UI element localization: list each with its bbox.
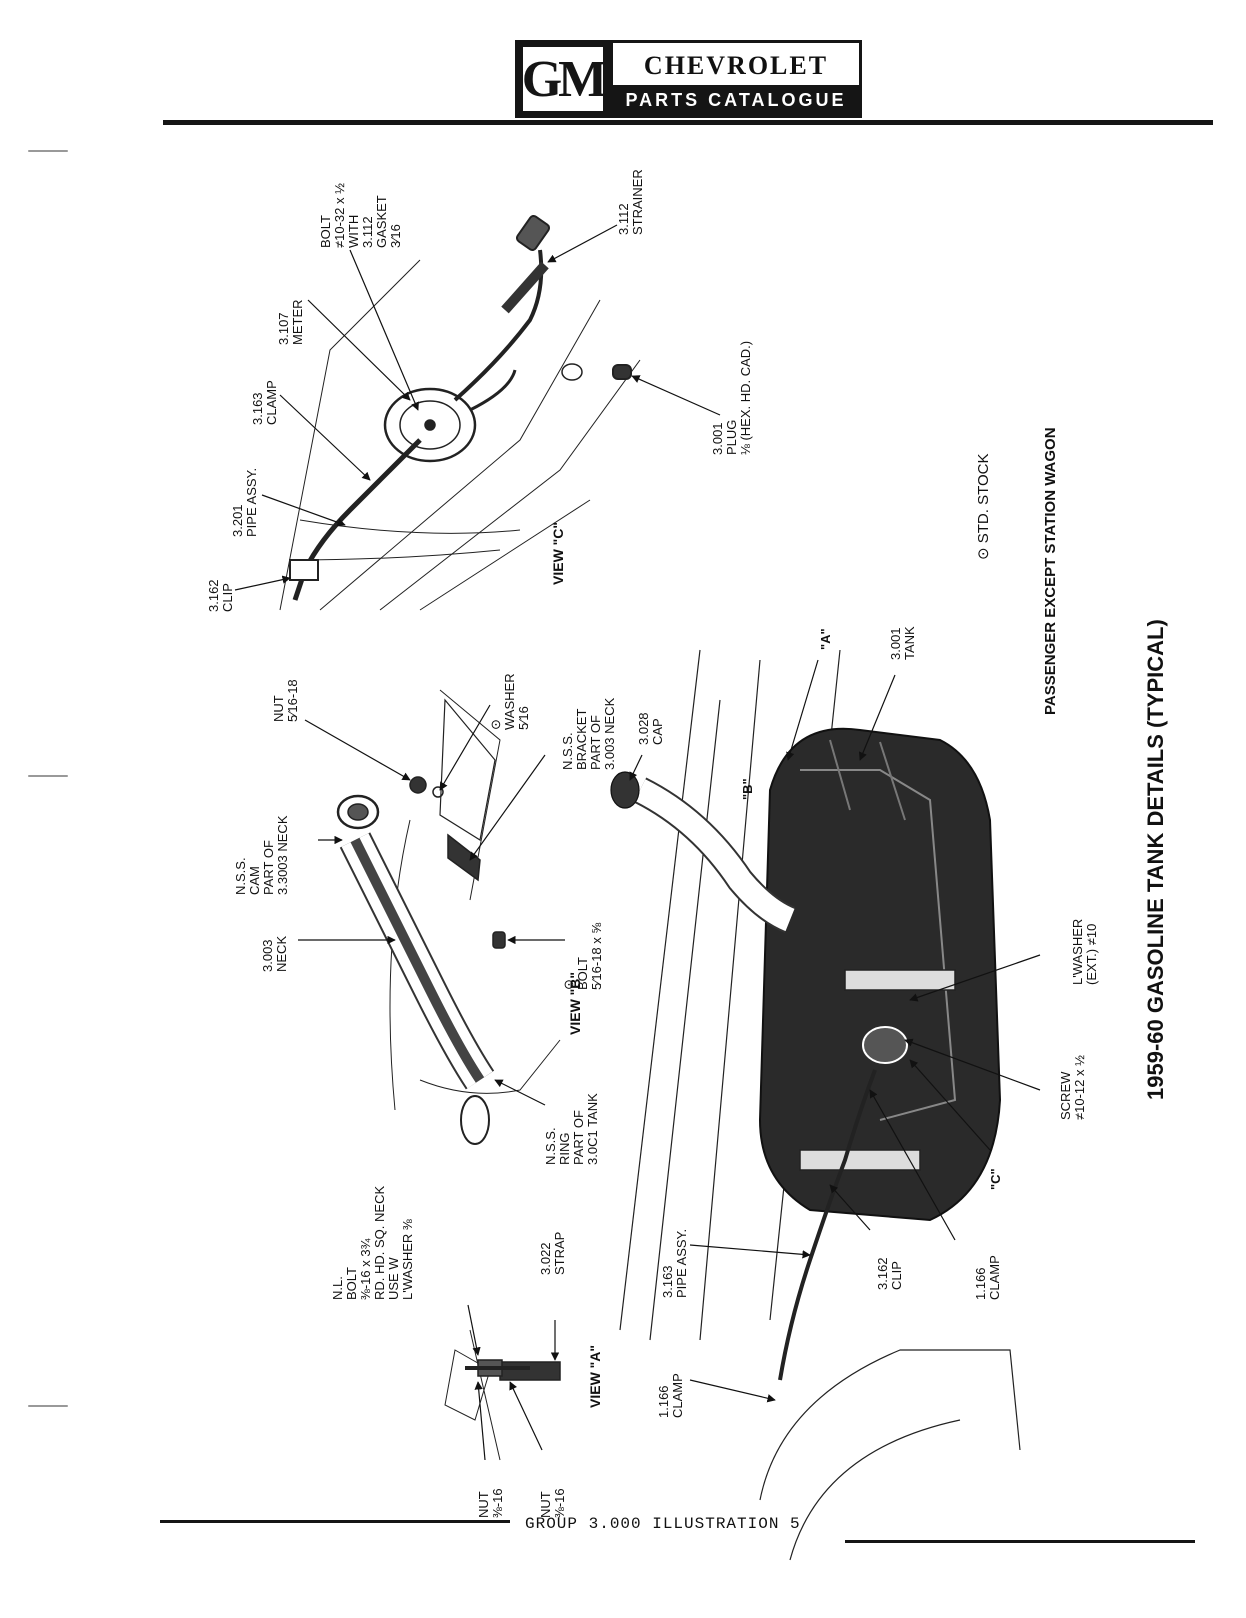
callout-a: "A" xyxy=(818,628,833,650)
diagram-title: 1959-60 GASOLINE TANK DETAILS (TYPICAL) xyxy=(1143,619,1168,1100)
view-a-drawing xyxy=(444,1329,561,1461)
header-rule xyxy=(163,120,1213,125)
view-a-labels: N.L. BOLT ⅜-16 x 3¾ RD. HD. SQ. NECK USE… xyxy=(330,1182,603,1518)
washer-label: ⊙ WASHER 5⁄16 xyxy=(488,670,531,730)
nut-label-b: NUT 5⁄16-18 xyxy=(271,679,300,722)
tank-strap xyxy=(799,1149,921,1171)
footer-group-label: GROUP 3.000 ILLUSTRATION 5 xyxy=(525,1515,801,1533)
main-pipe-assembly xyxy=(778,1069,877,1381)
gm-logo-text: GM xyxy=(522,47,607,111)
pipe-assembly xyxy=(292,438,422,601)
neck-bracket xyxy=(447,833,481,882)
footer-rule-right xyxy=(845,1540,1195,1543)
callout-b: "B" xyxy=(740,778,755,800)
tank-label: 3.001 TANK xyxy=(888,624,917,660)
strainer-label: 3.112 STRAINER xyxy=(616,169,645,235)
ring-label: N.S.S. RING PART OF 3.0C1 TANK xyxy=(543,1093,600,1165)
gas-cap xyxy=(610,771,640,809)
lwasher-label: L'WASHER (EXT.) ≠10 xyxy=(1070,915,1099,985)
footer-rule-left xyxy=(160,1520,510,1523)
nut-view-b xyxy=(409,776,427,794)
catalogue-header: GM CHEVROLET PARTS CATALOGUE xyxy=(0,0,1246,130)
cap-label: 3.028 CAP xyxy=(636,709,665,745)
view-a-caption: VIEW "A" xyxy=(587,1345,603,1408)
meter-label: 3.107 METER xyxy=(276,300,305,346)
main-tank-drawing xyxy=(610,649,1021,1561)
strainer xyxy=(501,261,549,314)
bolt-label-b: ⊙ BOLT 5⁄16-18 x ⅝ xyxy=(561,923,604,990)
strap-end xyxy=(499,1361,561,1381)
clamp-label-c: 3.163 CLAMP xyxy=(250,380,279,425)
clamp2-label-main: 1.166 CLAMP xyxy=(656,1373,685,1418)
brand-name: CHEVROLET xyxy=(643,51,829,80)
legend-std-stock: ⊙ STD. STOCK xyxy=(975,454,992,560)
clip-label-main: 3.162 CLIP xyxy=(875,1254,904,1290)
binder-hole-mark xyxy=(28,150,68,152)
binder-hole-mark xyxy=(28,1405,68,1407)
nut1-label: NUT ⅜-16 xyxy=(476,1488,505,1518)
callout-c: "C" xyxy=(988,1168,1003,1190)
binder-hole-mark xyxy=(28,775,68,777)
view-b-drawing xyxy=(336,689,561,1145)
nut2-label: NUT ⅜-16 xyxy=(538,1488,567,1518)
main-tank-labels: 3.028 CAP 3.001 TANK "A" "B" "C" L'WASHE… xyxy=(636,624,1099,1418)
bracket-label: N.S.S. BRACKET PART OF 3.003 NECK xyxy=(560,697,617,770)
nl-bolt-label: N.L. BOLT ⅜-16 x 3¾ RD. HD. SQ. NECK USE… xyxy=(330,1182,415,1300)
diagram-subtitle: PASSENGER EXCEPT STATION WAGON xyxy=(1042,427,1059,715)
clip-view-c xyxy=(289,559,319,581)
view-c-drawing xyxy=(279,214,641,611)
cam-label: N.S.S. CAM PART OF 3.3003 NECK xyxy=(233,815,290,895)
pipe-label-c: 3.201 PIPE ASSY. xyxy=(230,468,259,537)
plug xyxy=(612,364,632,380)
view-c-labels: BOLT ≠10-32 x ½ WITH 3.112 GASKET 3⁄16 3… xyxy=(206,169,753,612)
view-b-labels: NUT 5⁄16-18 ⊙ WASHER 5⁄16 N.S.S. CAM PAR… xyxy=(233,670,617,1165)
brand-subtitle: PARTS CATALOGUE xyxy=(613,85,859,115)
bolt-label-c: BOLT ≠10-32 x ½ WITH 3.112 GASKET 3⁄16 xyxy=(318,179,403,248)
neck-ring xyxy=(460,1095,490,1145)
clip-label-c: 3.162 CLIP xyxy=(206,576,235,612)
strap-label: 3.022 STRAP xyxy=(538,1232,567,1275)
pipe-label-main: 3.163 PIPE ASSY. xyxy=(660,1229,689,1298)
plug-label: 3.001 PLUG ⅛ (HEX. HD. CAD.) xyxy=(710,341,753,455)
bolt-view-b xyxy=(492,931,506,949)
neck-label: 3.003 NECK xyxy=(260,936,289,972)
view-c-caption: VIEW "C" xyxy=(550,522,566,585)
clamp-label-main: 1.166 CLAMP xyxy=(973,1255,1002,1300)
brand-box: CHEVROLET PARTS CATALOGUE xyxy=(610,40,862,118)
gm-logo: GM xyxy=(515,40,610,118)
view-b-caption: VIEW "B" xyxy=(567,972,583,1035)
screw-label: SCREW ≠10-12 x ½ xyxy=(1058,1055,1087,1120)
